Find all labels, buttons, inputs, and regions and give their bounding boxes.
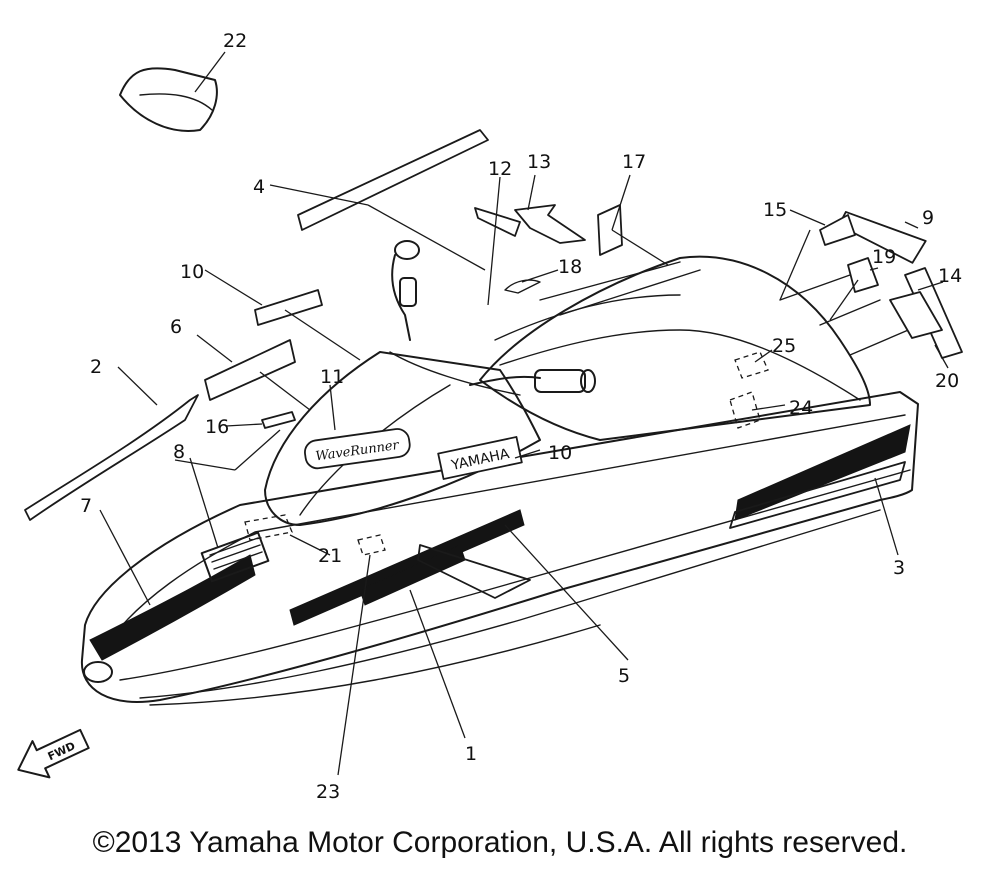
callout-18: 18 — [558, 256, 582, 278]
callout-20: 20 — [935, 370, 959, 392]
parts-diagram: YAMAHA WaveRunner — [17, 30, 963, 800]
callout-13: 13 — [527, 151, 551, 173]
callout-24: 24 — [789, 397, 813, 419]
callout-7: 7 — [80, 495, 92, 517]
callout-10-top: 10 — [180, 261, 204, 283]
callout-15: 15 — [763, 199, 787, 221]
leader-lines — [99, 51, 949, 776]
copyright-notice: ©2013 Yamaha Motor Corporation, U.S.A. A… — [92, 826, 908, 859]
callout-10-bottom: 10 — [548, 442, 572, 464]
callout-22: 22 — [223, 30, 247, 52]
callout-25: 25 — [772, 335, 796, 357]
callout-labels: 1 2 3 4 5 6 7 8 9 10 10 11 12 13 14 15 1… — [80, 30, 962, 800]
loose-parts: FWD — [17, 67, 963, 779]
vent-grille — [200, 531, 270, 583]
callout-17: 17 — [622, 151, 646, 173]
callout-4: 4 — [253, 176, 265, 198]
callout-21: 21 — [318, 545, 342, 567]
callout-23: 23 — [316, 781, 340, 800]
callout-3: 3 — [893, 557, 905, 579]
callout-5: 5 — [618, 665, 630, 687]
yamaha-decal: YAMAHA — [437, 436, 523, 480]
watercraft-hull: YAMAHA WaveRunner — [80, 240, 921, 706]
callout-8: 8 — [173, 441, 185, 463]
callout-1: 1 — [465, 743, 477, 765]
callout-2: 2 — [90, 356, 102, 378]
callout-16: 16 — [205, 416, 229, 438]
callout-14: 14 — [938, 265, 962, 287]
callout-9: 9 — [922, 207, 934, 229]
callout-19: 19 — [872, 246, 896, 268]
callout-11: 11 — [320, 366, 344, 388]
callout-12: 12 — [488, 158, 512, 180]
callout-6: 6 — [170, 316, 182, 338]
waverunner-decal: WaveRunner — [304, 428, 411, 470]
fwd-arrow: FWD — [17, 728, 90, 779]
